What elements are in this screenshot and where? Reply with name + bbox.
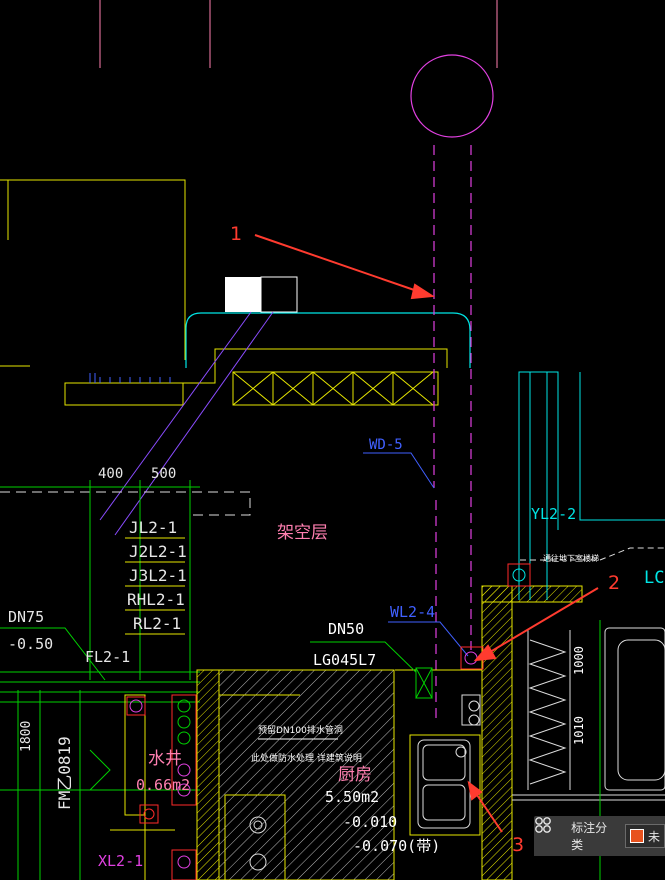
magenta-valves — [129, 699, 191, 869]
door-fm: FM乙0819 — [55, 736, 74, 810]
annotation-2: 2 — [608, 572, 620, 594]
green-valves — [177, 699, 191, 745]
pipe-tags: JL2-1 J2L2-1 J3L2-1 RHL2-1 RL2-1 — [127, 518, 187, 633]
water-well-label: 水井 — [148, 749, 182, 769]
white-block — [225, 277, 261, 312]
dim-1000: 1000 — [572, 646, 586, 675]
wd5-label: WD-5 — [369, 437, 403, 453]
top-lines — [99, 0, 498, 68]
tag-j2l: J2L2-1 — [129, 542, 187, 561]
wl-pipe — [464, 651, 478, 665]
note-3: 通往地下室楼梯 — [543, 553, 599, 563]
crossed-boxes — [232, 371, 434, 406]
cyan-canopy — [185, 312, 471, 368]
wd5-leader — [363, 452, 435, 489]
wl-leader — [388, 621, 469, 657]
lower-left-lines — [0, 671, 200, 880]
wl-tag: WL2-4 — [390, 603, 435, 621]
wall-hatch-left — [196, 669, 220, 880]
room-label-jiakong: 架空层 — [277, 523, 328, 543]
dn50-label: DN50 — [328, 620, 364, 638]
category-dropdown[interactable]: 未 — [624, 824, 665, 848]
dim-1800: 1800 — [19, 721, 34, 752]
lc-tag: LC — [644, 568, 664, 588]
right-structure — [518, 371, 665, 600]
window — [604, 627, 665, 791]
tag-rhl: RHL2-1 — [127, 590, 185, 609]
dim-1010: 1010 — [572, 716, 586, 745]
color-swatch — [629, 829, 644, 843]
annotation-category-label[interactable]: 标注分类 — [571, 821, 608, 852]
layers-grid-icon[interactable] — [535, 817, 563, 846]
dn75-label: DN75 — [8, 608, 44, 626]
annotation-3: 3 — [512, 834, 524, 856]
fl-tag: FL2-1 — [85, 648, 130, 666]
note-1: 预留DN100排水管洞 — [258, 724, 343, 736]
red-boxes — [126, 694, 197, 880]
dn50-leader — [310, 641, 425, 681]
kitchen-label: 厨房 — [338, 765, 372, 785]
black-block — [260, 276, 298, 313]
tag-jl: JL2-1 — [129, 518, 177, 537]
shaft-walls — [110, 694, 175, 880]
dimension-line — [0, 480, 200, 680]
annotation-panel: 标注分类 未 — [534, 816, 665, 856]
round-shaft — [410, 54, 494, 138]
yl-tag: YL2-2 — [531, 505, 576, 523]
yl-pipe — [512, 568, 526, 582]
lg-label: LG045L7 — [313, 651, 376, 669]
annotation-1: 1 — [230, 223, 242, 245]
gridline — [0, 491, 251, 516]
category-dropdown-value: 未 — [647, 829, 660, 844]
kitchen-area: 5.50m2 — [325, 788, 379, 806]
note-2: 此处做防水处理 详建筑说明 — [251, 752, 362, 764]
level-050: -0.50 — [8, 635, 53, 653]
level-070: -0.070(带) — [353, 837, 440, 855]
yl-pipe-box — [507, 563, 531, 587]
stair-zigzag — [512, 630, 665, 801]
level-010: -0.010 — [343, 813, 397, 831]
xl-tag: XL2-1 — [98, 852, 143, 870]
room-notes: 预留DN100排水管洞 此处做防水处理 详建筑说明 — [251, 724, 362, 764]
tag-rl: RL2-1 — [133, 614, 181, 633]
blue-hatch — [89, 373, 171, 383]
tag-underlines — [125, 537, 185, 635]
wall-hatch-top — [481, 585, 583, 603]
water-well-area: 0.66m2 — [136, 776, 190, 794]
tag-j3l: J3L2-1 — [129, 566, 187, 585]
upper-walls — [0, 179, 448, 406]
dashed-pipes — [433, 145, 472, 720]
annotation-arrows — [254, 234, 599, 833]
dim-500: 500 — [151, 466, 176, 482]
floor-hatch — [218, 669, 395, 880]
wall-hatch-right — [481, 585, 513, 880]
dim-400: 400 — [98, 466, 123, 482]
diagonal-pipes — [99, 311, 274, 536]
dn75-leader — [0, 627, 106, 681]
room-walls — [219, 669, 482, 880]
red-valve — [143, 808, 155, 820]
